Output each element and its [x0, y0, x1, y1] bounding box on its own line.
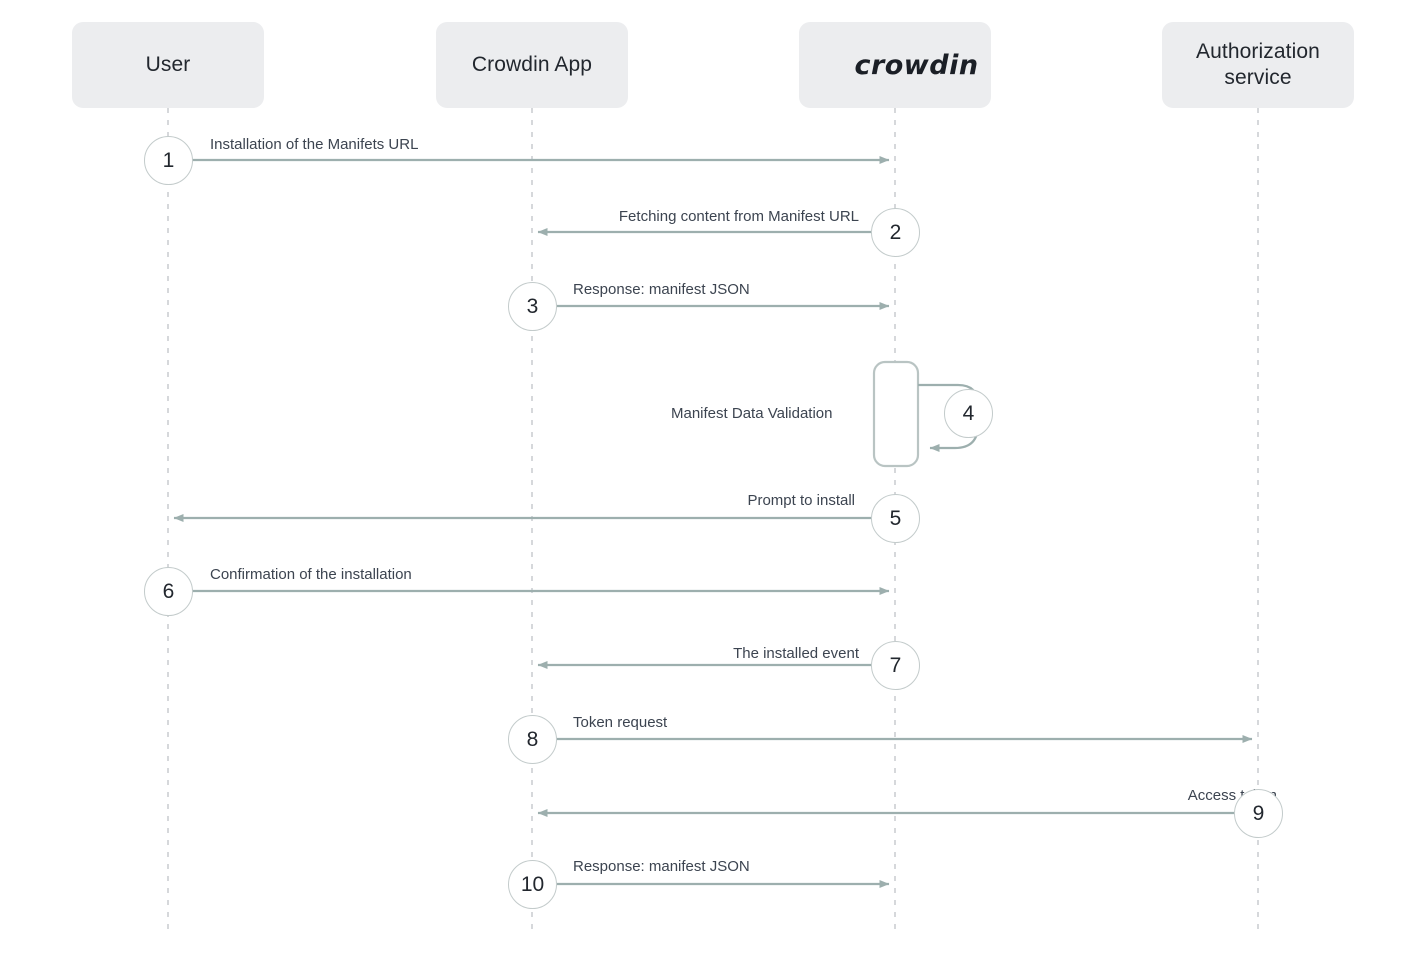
step-bubble-2-label: 2 — [889, 221, 902, 244]
crowdin-wordmark: crowdin — [854, 49, 979, 81]
step-bubble-8-label: 8 — [526, 728, 539, 751]
step-bubble-8[interactable]: 8 — [508, 715, 557, 764]
message-label-step-2: Fetching content from Manifest URL — [618, 208, 859, 225]
step-bubble-10-label: 10 — [520, 873, 545, 896]
message-label-step-5: Prompt to install — [747, 492, 855, 509]
step-bubble-3[interactable]: 3 — [508, 282, 557, 331]
step-bubble-3-label: 3 — [526, 295, 539, 318]
participant-auth-service-label: Authorization service — [1196, 39, 1320, 89]
crowdin-logo: crowdin — [811, 47, 978, 83]
step-bubble-9-label: 9 — [1252, 802, 1265, 825]
step-bubble-5[interactable]: 5 — [871, 494, 920, 543]
step-bubble-1[interactable]: 1 — [144, 136, 193, 185]
participant-user-label: User — [145, 52, 191, 76]
step-bubble-7[interactable]: 7 — [871, 641, 920, 690]
participant-user[interactable]: User — [72, 22, 264, 108]
participant-auth-service[interactable]: Authorization service — [1162, 22, 1354, 108]
participant-crowdin-app[interactable]: Crowdin App — [436, 22, 628, 108]
message-label-step-1: Installation of the Manifets URL — [210, 136, 419, 153]
step-bubble-7-label: 7 — [889, 654, 902, 677]
message-arrows — [173, 156, 1253, 888]
step-bubble-6-label: 6 — [162, 580, 175, 603]
message-label-step-6: Confirmation of the installation — [210, 566, 412, 583]
step-bubble-10[interactable]: 10 — [508, 860, 557, 909]
activation-box-crowdin — [872, 360, 920, 468]
participant-crowdin[interactable]: crowdin — [799, 22, 991, 108]
step-bubble-4-label: 4 — [962, 402, 975, 425]
step-bubble-1-label: 1 — [162, 149, 175, 172]
step-bubble-5-label: 5 — [889, 507, 902, 530]
message-label-step-10: Response: manifest JSON — [573, 858, 750, 875]
step-bubble-6[interactable]: 6 — [144, 567, 193, 616]
message-label-step-3: Response: manifest JSON — [573, 281, 750, 298]
message-label-step-4: Manifest Data Validation — [671, 405, 833, 422]
step-bubble-2[interactable]: 2 — [871, 208, 920, 257]
message-label-step-7: The installed event — [733, 645, 859, 662]
step-bubble-9[interactable]: 9 — [1234, 789, 1283, 838]
message-label-step-8: Token request — [573, 714, 668, 731]
participant-crowdin-app-label: Crowdin App — [471, 52, 593, 76]
step-bubble-4[interactable]: 4 — [944, 389, 993, 438]
